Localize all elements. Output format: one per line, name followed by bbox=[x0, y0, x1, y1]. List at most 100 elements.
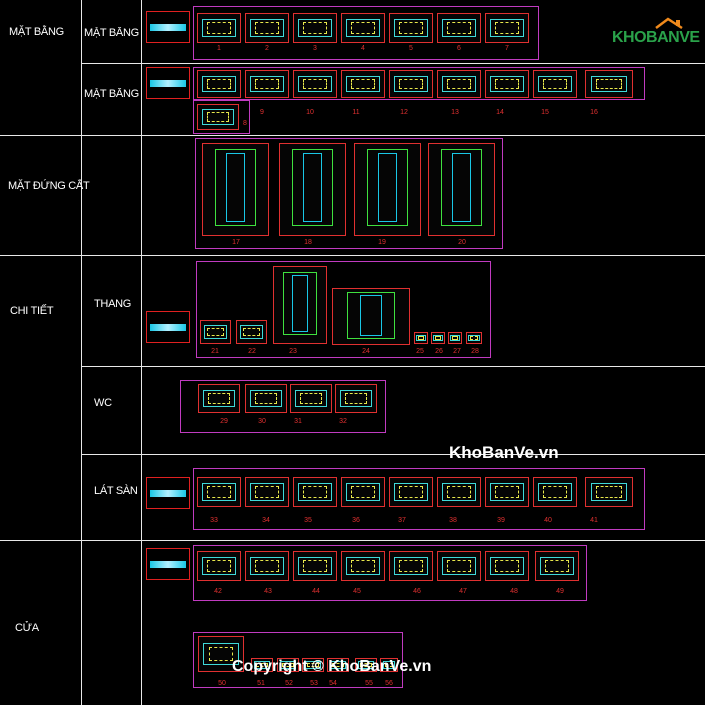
sheet-number-25: 25 bbox=[416, 348, 424, 355]
sheet-30[interactable] bbox=[245, 384, 287, 413]
khobanve-logo: KHOBANVE bbox=[612, 16, 700, 54]
sheet-number-49: 49 bbox=[556, 588, 564, 595]
sheet-5[interactable] bbox=[389, 13, 433, 43]
sheet-number-29: 29 bbox=[220, 418, 228, 425]
label-mat-bang: MẶT BẰNG bbox=[9, 26, 64, 38]
sheet-number-18: 18 bbox=[304, 239, 312, 246]
sheet-1[interactable] bbox=[197, 13, 241, 43]
sheet-8b[interactable] bbox=[197, 104, 239, 130]
sheet-32[interactable] bbox=[335, 384, 377, 413]
sheet-25[interactable] bbox=[414, 332, 428, 344]
sheet-16[interactable] bbox=[585, 70, 633, 98]
sheet-45[interactable] bbox=[341, 551, 385, 581]
frame-lat-san bbox=[193, 468, 645, 530]
sheet-number-21: 21 bbox=[211, 348, 219, 355]
sheet-56[interactable] bbox=[380, 658, 398, 672]
legend-swatch-tc bbox=[146, 67, 190, 99]
sheet-number-17: 17 bbox=[232, 239, 240, 246]
frame-cua-extra bbox=[193, 632, 403, 688]
sheet-9[interactable] bbox=[245, 70, 289, 98]
sheet-number-54: 54 bbox=[329, 680, 337, 687]
sheet-14[interactable] bbox=[485, 70, 529, 98]
sheet-22[interactable] bbox=[236, 320, 267, 344]
sheet-number-38: 38 bbox=[449, 517, 457, 524]
sheet-18[interactable] bbox=[279, 143, 346, 236]
legend-swatch-lat-san bbox=[146, 477, 190, 509]
sheet-number-27: 27 bbox=[453, 348, 461, 355]
sheet-number-22: 22 bbox=[248, 348, 256, 355]
sheet-43[interactable] bbox=[245, 551, 289, 581]
sheet-21[interactable] bbox=[200, 320, 231, 344]
grid-line-h2 bbox=[81, 63, 705, 64]
sheet-44[interactable] bbox=[293, 551, 337, 581]
sheet-35[interactable] bbox=[293, 477, 337, 507]
sheet-50[interactable] bbox=[198, 636, 244, 672]
sheet-23[interactable] bbox=[273, 266, 327, 344]
label-mat-bang-nt: MẶT BẰNG NT bbox=[84, 27, 141, 39]
sheet-54[interactable] bbox=[327, 658, 349, 672]
sheet-19[interactable] bbox=[354, 143, 421, 236]
legend-swatch-nt bbox=[146, 11, 190, 43]
sheet-52[interactable] bbox=[277, 658, 299, 672]
sheet-36[interactable] bbox=[341, 477, 385, 507]
label-chi-tiet: CHI TIẾT bbox=[10, 305, 54, 317]
sheet-number-28: 28 bbox=[471, 348, 479, 355]
sheet-40[interactable] bbox=[533, 477, 577, 507]
sheet-12[interactable] bbox=[389, 70, 433, 98]
sheet-number-30: 30 bbox=[258, 418, 266, 425]
sheet-13[interactable] bbox=[437, 70, 481, 98]
sheet-number-39: 39 bbox=[497, 517, 505, 524]
label-cua: CỬA bbox=[15, 622, 39, 634]
sheet-34[interactable] bbox=[245, 477, 289, 507]
sheet-number-26: 26 bbox=[435, 348, 443, 355]
sheet-number-43: 43 bbox=[264, 588, 272, 595]
sheet-26[interactable] bbox=[431, 332, 445, 344]
sheet-33[interactable] bbox=[197, 477, 241, 507]
sheet-42[interactable] bbox=[197, 551, 241, 581]
sheet-38[interactable] bbox=[437, 477, 481, 507]
sheet-11[interactable] bbox=[341, 70, 385, 98]
frame-mat-dung bbox=[195, 138, 503, 249]
legend-swatch-cua bbox=[146, 548, 190, 580]
sheet-17[interactable] bbox=[202, 143, 269, 236]
sheet-3[interactable] bbox=[293, 13, 337, 43]
sheet-51[interactable] bbox=[251, 658, 273, 672]
sheet-29[interactable] bbox=[198, 384, 240, 413]
sheet-49[interactable] bbox=[535, 551, 579, 581]
sheet-46[interactable] bbox=[389, 551, 433, 581]
sheet-number-35: 35 bbox=[304, 517, 312, 524]
sheet-2[interactable] bbox=[245, 13, 289, 43]
sheet-6[interactable] bbox=[437, 13, 481, 43]
sheet-28[interactable] bbox=[466, 332, 482, 344]
sheet-53[interactable] bbox=[302, 658, 324, 672]
sheet-37[interactable] bbox=[389, 477, 433, 507]
sheet-20[interactable] bbox=[428, 143, 495, 236]
sheet-number-16: 16 bbox=[590, 109, 598, 116]
sheet-number-19: 19 bbox=[378, 239, 386, 246]
sheet-number-2: 2 bbox=[265, 45, 269, 52]
sheet-15[interactable] bbox=[533, 70, 577, 98]
sheet-7[interactable] bbox=[485, 13, 529, 43]
legend-swatch-thang bbox=[146, 311, 190, 343]
sheet-number-31: 31 bbox=[294, 418, 302, 425]
sheet-number-4: 4 bbox=[361, 45, 365, 52]
sheet-number-13: 13 bbox=[451, 109, 459, 116]
sheet-8[interactable] bbox=[197, 70, 241, 98]
sheet-41[interactable] bbox=[585, 477, 633, 507]
frame-mb-nt bbox=[193, 6, 539, 60]
sheet-47[interactable] bbox=[437, 551, 481, 581]
sheet-number-34: 34 bbox=[262, 517, 270, 524]
sheet-48[interactable] bbox=[485, 551, 529, 581]
sheet-24[interactable] bbox=[332, 288, 410, 345]
sheet-39[interactable] bbox=[485, 477, 529, 507]
sheet-10[interactable] bbox=[293, 70, 337, 98]
sheet-number-11: 11 bbox=[352, 109, 360, 116]
sheet-number-1: 1 bbox=[217, 45, 221, 52]
sheet-27[interactable] bbox=[448, 332, 462, 344]
sheet-number-37: 37 bbox=[398, 517, 406, 524]
sheet-number-5: 5 bbox=[409, 45, 413, 52]
sheet-4[interactable] bbox=[341, 13, 385, 43]
sheet-number-32: 32 bbox=[339, 418, 347, 425]
sheet-31[interactable] bbox=[290, 384, 332, 413]
sheet-55[interactable] bbox=[355, 658, 377, 672]
